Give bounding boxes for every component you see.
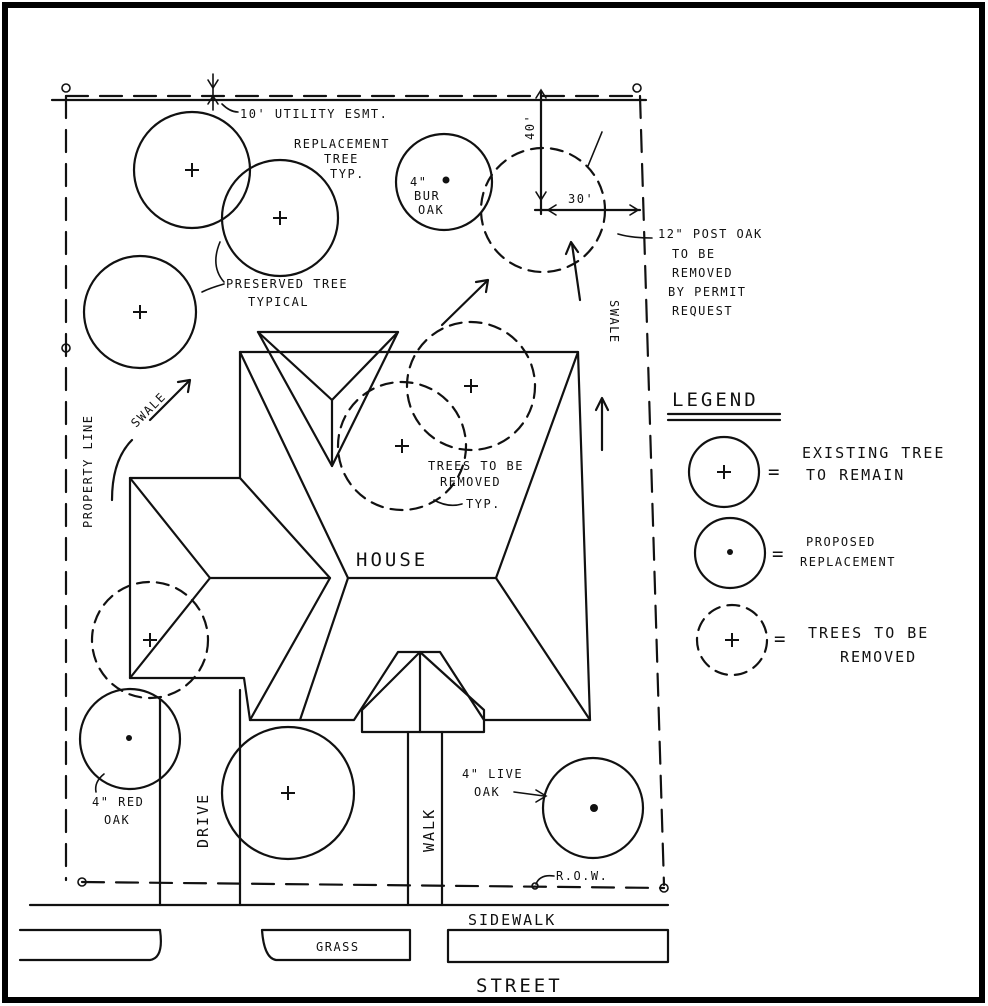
legend-removed-label-1: TREES TO BE	[808, 624, 929, 642]
utility-esmt-label: 10' UTILITY ESMT.	[240, 107, 388, 121]
legend-title: LEGEND	[672, 389, 759, 411]
live-oak-label-2: OAK	[474, 785, 500, 799]
legend-existing-label-2: TO REMAIN	[806, 466, 905, 484]
post-oak-label-2: TO BE	[672, 247, 716, 261]
legend-proposed-symbol	[693, 516, 767, 590]
property-line-label: PROPERTY LINE	[81, 415, 95, 528]
legend-equals-2: =	[772, 543, 786, 565]
replacement-trees	[78, 132, 645, 860]
setback-dimensions: 40' 30'	[523, 88, 642, 216]
house-label: HOUSE	[356, 549, 428, 571]
trees-removed-label-2: REMOVED	[440, 475, 501, 489]
street-label: STREET	[476, 975, 563, 997]
trees-removed-label-1: TREES TO BE	[428, 459, 524, 473]
bur-oak-label-2: BUR	[414, 189, 440, 203]
post-oak-label-5: REQUEST	[672, 304, 733, 318]
preserved-tree-label-2: TYPICAL	[248, 295, 309, 309]
bur-oak-label-3: OAK	[418, 203, 444, 217]
legend-equals-1: =	[768, 461, 782, 483]
swale-right-label: SWALE	[607, 300, 621, 344]
trees-to-remove	[90, 146, 607, 700]
replacement-tree-label-3: TYP.	[330, 167, 365, 181]
replacement-tree-label-1: REPLACEMENT	[294, 137, 390, 151]
legend-proposed-label-1: PROPOSED	[806, 535, 876, 549]
replacement-tree-label-2: TREE	[324, 152, 359, 166]
grass-label: GRASS	[316, 940, 360, 954]
sidewalk-label: SIDEWALK	[468, 911, 556, 929]
legend-equals-3: =	[774, 628, 788, 650]
legend-proposed-label-2: REPLACEMENT	[800, 555, 896, 569]
legend-existing-label-1: EXISTING TREE	[802, 444, 945, 462]
legend: LEGEND = EXISTING TREE TO REMAIN = PROPO…	[666, 389, 945, 677]
red-oak-label-1: 4" RED	[92, 795, 144, 809]
live-oak-label-1: 4" LIVE	[462, 767, 523, 781]
walk-label: WALK	[420, 808, 438, 852]
legend-removed-symbol	[695, 603, 769, 677]
row-label: R.O.W.	[556, 869, 608, 883]
trees-removed-label-3: TYP.	[466, 497, 501, 511]
legend-removed-label-2: REMOVED	[840, 648, 917, 666]
red-oak-label-2: OAK	[104, 813, 130, 827]
house-outline: HOUSE	[128, 330, 592, 734]
dim-30-label: 30'	[568, 192, 594, 206]
post-oak-label-1: 12" POST OAK	[658, 227, 763, 241]
bur-oak-label-1: 4"	[410, 175, 427, 189]
dim-40-label: 40'	[523, 114, 537, 140]
preserved-trees	[82, 110, 356, 861]
legend-existing-symbol	[687, 435, 761, 509]
utility-easement: 10' UTILITY ESMT.	[50, 73, 648, 121]
post-oak-label-3: REMOVED	[672, 266, 733, 280]
street-frontage: SIDEWALK GRASS STREET	[18, 903, 670, 997]
driveway-walk: DRIVE WALK	[158, 688, 444, 907]
preserved-tree-label-1: PRESERVED TREE	[226, 277, 348, 291]
callouts: REPLACEMENT TREE TYP. 4" BUR OAK 12" POS…	[81, 131, 763, 885]
post-oak-label-4: BY PERMIT	[668, 285, 747, 299]
drive-label: DRIVE	[194, 793, 212, 848]
